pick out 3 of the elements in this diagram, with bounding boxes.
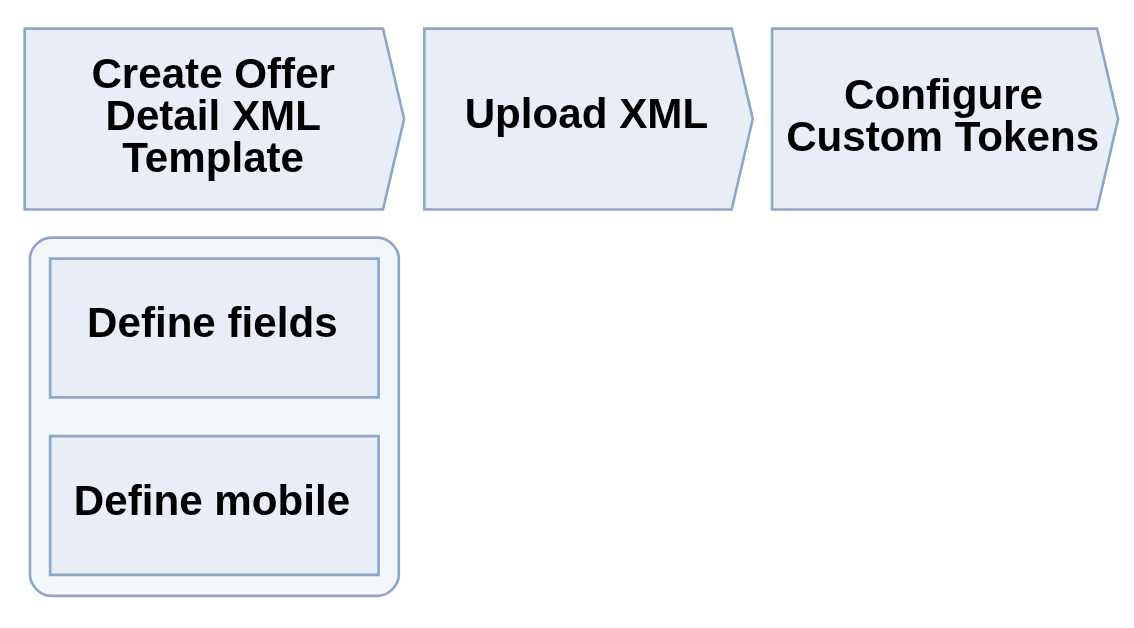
node-box: Define fields	[48, 257, 380, 399]
node-box: Define mobile	[48, 434, 380, 577]
cluster	[28, 236, 401, 598]
